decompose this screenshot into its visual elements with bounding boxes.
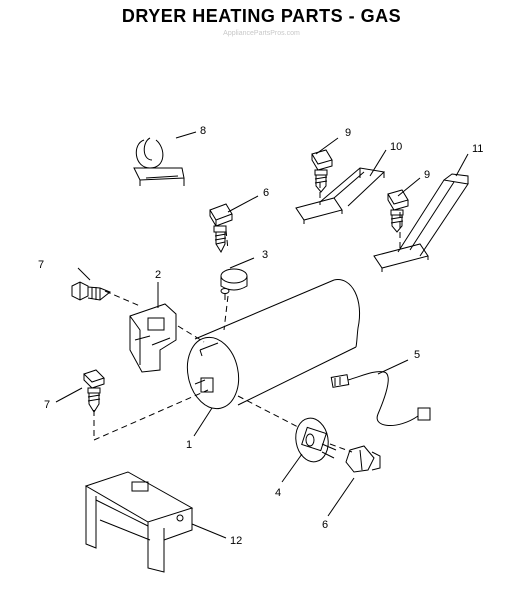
callout-9-lower: 9 xyxy=(424,169,430,181)
callout-11: 11 xyxy=(472,143,483,155)
callout-6-upper: 6 xyxy=(263,187,269,199)
bracket-11 xyxy=(373,173,469,272)
screw-7-lower xyxy=(83,369,105,413)
page-title: DRYER HEATING PARTS - GAS xyxy=(121,6,402,26)
clamp xyxy=(133,137,185,186)
screw-7-left xyxy=(71,281,111,301)
igniter xyxy=(295,417,337,463)
assembly-lines xyxy=(93,182,401,453)
callout-1: 1 xyxy=(186,439,192,451)
watermark: AppliancePartsPros.com xyxy=(223,30,300,37)
callout-6-lower: 6 xyxy=(322,519,328,531)
callout-7-left: 7 xyxy=(38,259,44,271)
wire-harness xyxy=(330,371,431,427)
callout-2: 2 xyxy=(155,269,161,281)
callout-8: 8 xyxy=(200,125,206,137)
flame-sensor xyxy=(220,268,248,300)
callout-4: 4 xyxy=(275,487,281,499)
callout-3: 3 xyxy=(262,249,268,261)
callout-labels: 1 2 3 4 5 6 6 7 7 8 9 9 10 11 12 xyxy=(38,125,483,547)
callout-9-upper: 9 xyxy=(345,127,351,139)
screw-9-upper xyxy=(311,149,333,193)
bracket-10 xyxy=(295,167,386,224)
flame-sensor-bracket xyxy=(129,303,177,373)
burner-tube xyxy=(186,279,360,410)
screw-9-lower xyxy=(387,189,409,233)
screw-6-lower xyxy=(345,445,381,473)
leader-lines xyxy=(55,131,469,539)
callout-5: 5 xyxy=(414,349,420,361)
callout-12: 12 xyxy=(230,535,242,547)
screw-6-upper xyxy=(209,203,233,254)
burner-bracket xyxy=(84,471,194,573)
callout-7-lower: 7 xyxy=(44,399,50,411)
callout-10: 10 xyxy=(390,141,402,153)
